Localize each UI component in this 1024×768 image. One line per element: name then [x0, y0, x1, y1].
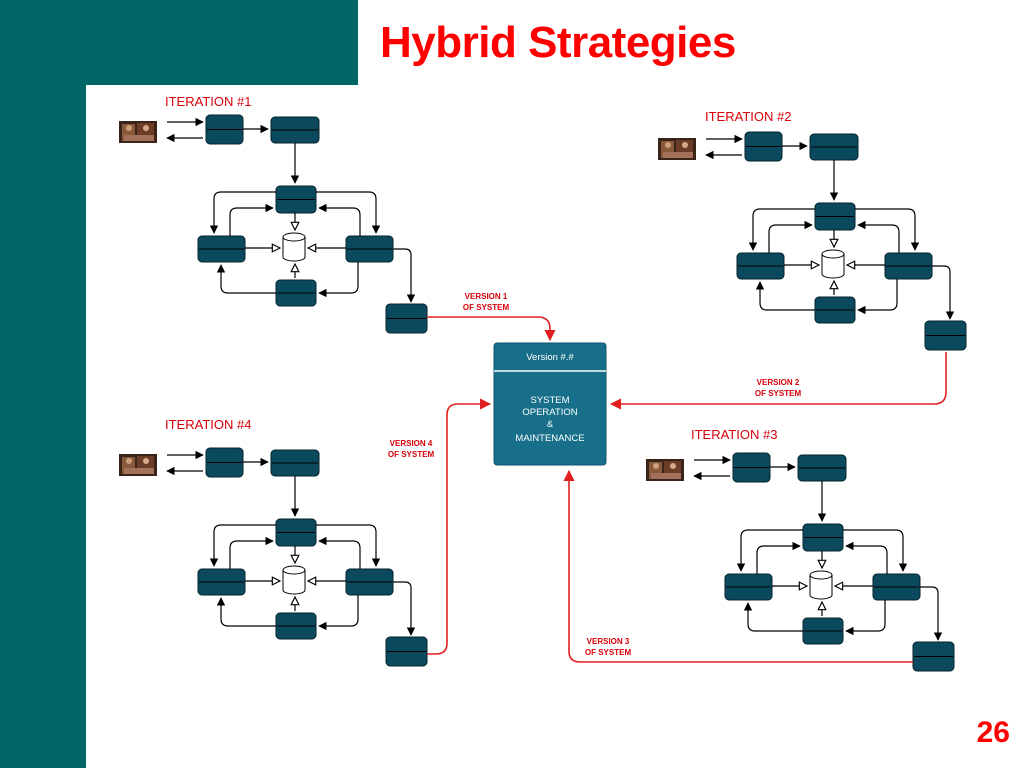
right-to-release-arrow [393, 581, 416, 636]
top-to-left-loop [209, 191, 276, 234]
user-photo-icon [646, 459, 684, 481]
right-to-bottom-loop [857, 279, 898, 315]
slide-title: Hybrid Strategies [380, 18, 736, 67]
right-to-top-loop [318, 203, 361, 236]
left-hub-node [736, 252, 785, 280]
system-operation-box: Version #.# SYSTEM OPERATION & MAINTENAN… [493, 342, 607, 466]
left-to-top-loop [756, 541, 801, 574]
top-to-left-loop [209, 524, 276, 567]
release-node [924, 320, 967, 351]
right-to-bottom-loop [318, 262, 359, 298]
left-to-top-loop [768, 220, 813, 253]
version-3-arrow [563, 469, 913, 663]
version-2-label-line-1: VERSION 2 [757, 378, 800, 387]
user-photo-icon [119, 121, 157, 143]
right-to-release-arrow [920, 586, 943, 641]
top-band [0, 0, 358, 85]
right-to-top-loop [845, 541, 888, 574]
database-cylinder-icon [282, 232, 306, 262]
version-flows: VERSION 1 OF SYSTEM VERSION 2 OF SYSTEM … [388, 292, 947, 663]
system-box-frame [493, 342, 607, 466]
release-node [912, 641, 955, 672]
entry-node [732, 452, 771, 483]
system-box-line-4: MAINTENANCE [515, 433, 584, 444]
bottom-hub-node [275, 279, 317, 307]
top-hub-node [275, 518, 317, 547]
right-to-top-loop [318, 536, 361, 569]
user-photo-icon [119, 454, 157, 476]
iteration-4-group [119, 447, 428, 667]
top-to-left-loop [748, 208, 815, 251]
right-hub-node [345, 235, 394, 263]
process-node [270, 449, 320, 477]
top-to-right-loop [855, 208, 920, 251]
release-node [385, 636, 428, 667]
bottom-to-left-loop [743, 602, 803, 632]
bottom-hub-node [802, 617, 844, 645]
system-box-header: Version #.# [526, 352, 574, 363]
database-cylinder-icon [282, 565, 306, 595]
right-hub-node [884, 252, 933, 280]
top-to-right-loop [316, 524, 381, 567]
bottom-to-left-loop [755, 281, 815, 311]
right-to-top-loop [857, 220, 900, 253]
sidebar-band [0, 0, 86, 768]
system-box-line-2: OPERATION [522, 407, 577, 418]
top-to-right-loop [843, 529, 908, 572]
page-number: 26 [976, 716, 1010, 749]
left-hub-node [197, 568, 246, 596]
right-to-bottom-loop [318, 595, 359, 631]
entry-node [205, 114, 244, 145]
bottom-hub-node [814, 296, 856, 324]
version-4-label-line-2: OF SYSTEM [388, 450, 435, 459]
right-to-release-arrow [932, 265, 955, 320]
iteration-2-label: ITERATION #2 [705, 109, 791, 124]
iteration-3-label: ITERATION #3 [691, 427, 777, 442]
iteration-1-group [119, 114, 428, 334]
process-node [797, 454, 847, 482]
version-1-label-line-2: OF SYSTEM [463, 303, 510, 312]
top-to-left-loop [736, 529, 803, 572]
bottom-hub-node [275, 612, 317, 640]
version-2-label-line-2: OF SYSTEM [755, 389, 802, 398]
process-node [270, 116, 320, 144]
right-to-bottom-loop [845, 600, 886, 636]
release-node [385, 303, 428, 334]
entry-node [205, 447, 244, 478]
left-to-top-loop [229, 203, 274, 236]
database-cylinder-icon [809, 570, 833, 600]
version-2-arrow [609, 352, 947, 410]
top-hub-node [275, 185, 317, 214]
user-photo-icon [658, 138, 696, 160]
left-hub-node [197, 235, 246, 263]
version-3-label-line-2: OF SYSTEM [585, 648, 632, 657]
iteration-2-group [658, 131, 967, 351]
top-hub-node [802, 523, 844, 552]
version-3-label-line-1: VERSION 3 [587, 637, 630, 646]
version-4-arrow [427, 398, 492, 655]
right-to-release-arrow [393, 248, 416, 303]
iteration-3-group [646, 452, 955, 672]
system-box-line-3: & [547, 419, 554, 430]
iteration-4-label: ITERATION #4 [165, 417, 251, 432]
right-hub-node [872, 573, 921, 601]
bottom-to-left-loop [216, 597, 276, 627]
entry-node [744, 131, 783, 162]
right-hub-node [345, 568, 394, 596]
bottom-to-left-loop [216, 264, 276, 294]
iteration-1-label: ITERATION #1 [165, 94, 251, 109]
left-to-top-loop [229, 536, 274, 569]
top-hub-node [814, 202, 856, 231]
version-4-label-line-1: VERSION 4 [390, 439, 433, 448]
version-1-arrow [427, 316, 556, 342]
left-hub-node [724, 573, 773, 601]
version-1-label-line-1: VERSION 1 [465, 292, 508, 301]
system-box-line-1: SYSTEM [530, 395, 569, 406]
top-to-right-loop [316, 191, 381, 234]
process-node [809, 133, 859, 161]
database-cylinder-icon [821, 249, 845, 279]
